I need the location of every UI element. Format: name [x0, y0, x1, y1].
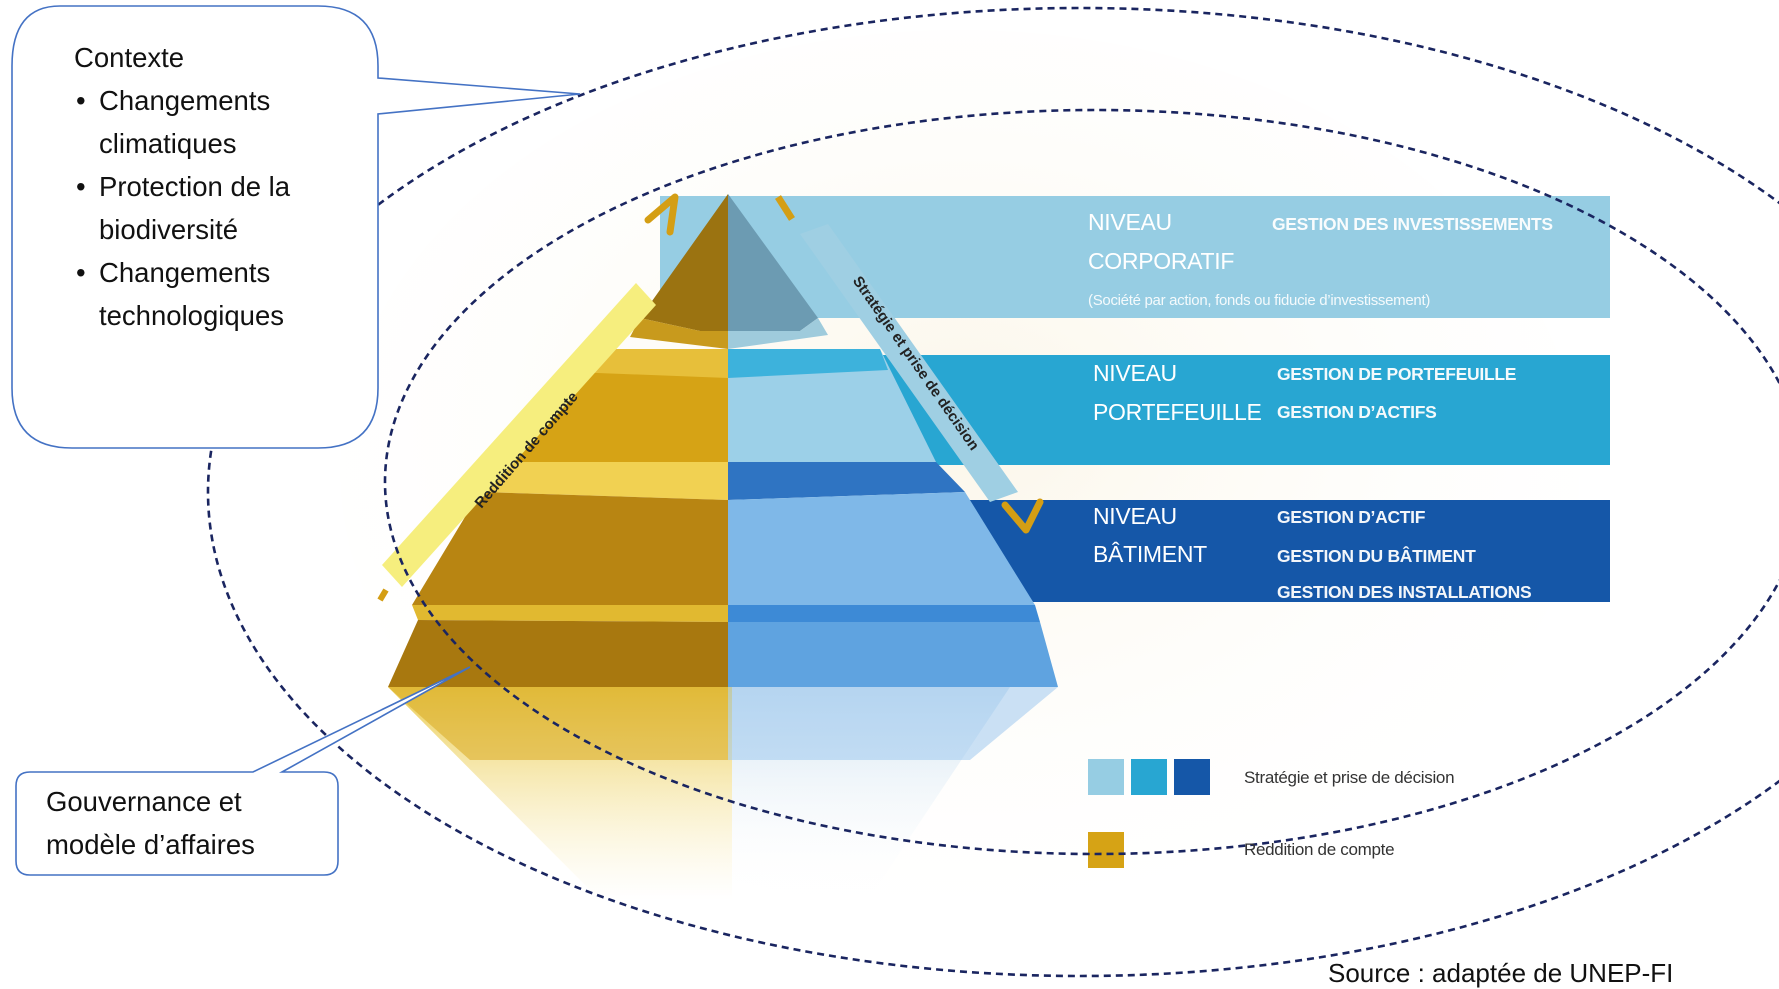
governance-callout-text: Gouvernance et modèle d’affaires — [46, 780, 255, 866]
source-caption: Source : adaptée de UNEP-FI — [1328, 958, 1674, 988]
context-item-technology: Changements technologiques — [74, 251, 290, 337]
legend-accountability-label: Reddition de compte — [1244, 840, 1395, 859]
context-item-line: Protection de la — [99, 171, 291, 202]
context-item-line: climatiques — [99, 128, 237, 159]
legend-swatch-strategy-1 — [1088, 759, 1124, 795]
accountability-arrow — [377, 193, 679, 602]
governance-line: modèle d’affaires — [46, 829, 255, 860]
level-portefeuille-management-2: GESTION D’ACTIFS — [1277, 402, 1437, 422]
level-batiment-management-3: GESTION DES INSTALLATIONS — [1277, 582, 1532, 602]
context-title: Contexte — [74, 42, 185, 73]
context-callout-text: Contexte Changements climatiques Protect… — [74, 36, 290, 337]
legend-swatch-strategy-2 — [1131, 759, 1167, 795]
legend-swatch-strategy-3 — [1174, 759, 1210, 795]
level-portefeuille-name-1: NIVEAU — [1093, 360, 1177, 386]
level-portefeuille-management-1: GESTION DE PORTEFEUILLE — [1277, 364, 1517, 384]
level-corporatif-name-2: CORPORATIF — [1088, 248, 1235, 274]
level-corporatif-name-1: NIVEAU — [1088, 209, 1172, 235]
pyramid-gold-half — [388, 194, 728, 760]
level-batiment-management-1: GESTION D’ACTIF — [1277, 507, 1426, 527]
level-batiment-name-2: BÂTIMENT — [1093, 541, 1207, 567]
level-batiment-management-2: GESTION DU BÂTIMENT — [1277, 546, 1476, 566]
context-list: Changements climatiques Protection de la… — [74, 79, 290, 337]
governance-callout — [15, 666, 471, 876]
context-item-line: technologiques — [99, 300, 285, 331]
level-batiment-name-1: NIVEAU — [1093, 503, 1177, 529]
context-item-line: biodiversité — [99, 214, 239, 245]
context-item-line: Changements — [99, 85, 271, 116]
context-item-biodiversity: Protection de la biodiversité — [74, 165, 290, 251]
pyramid-blue-half — [728, 194, 1058, 760]
context-item-climate: Changements climatiques — [74, 79, 290, 165]
legend-strategy-label: Stratégie et prise de décision — [1244, 768, 1455, 787]
context-item-line: Changements — [99, 257, 271, 288]
governance-line: Gouvernance et — [46, 786, 242, 817]
strategy-arrow — [775, 195, 1044, 534]
legend-swatch-accountability — [1088, 832, 1124, 868]
inner-governance-ellipse — [383, 108, 1779, 856]
level-portefeuille-name-2: PORTEFEUILLE — [1093, 399, 1262, 425]
outer-context-ellipse — [206, 6, 1779, 978]
level-corporatif-note: (Société par action, fonds ou fiducie d’… — [1088, 292, 1431, 309]
level-corporatif-management-1: GESTION DES INVESTISSEMENTS — [1272, 214, 1553, 234]
